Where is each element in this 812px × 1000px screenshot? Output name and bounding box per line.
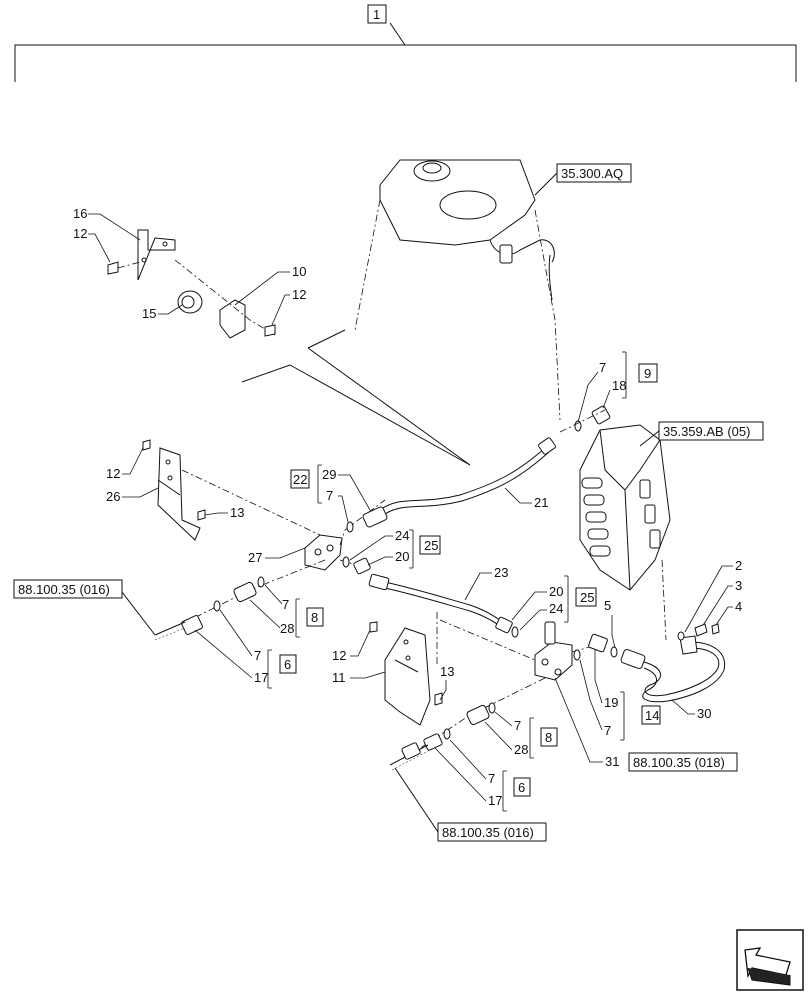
assembly-bracket: 1	[14, 4, 797, 82]
callouts-lower: 7 28 8 7 17 6 31	[434, 677, 619, 812]
callout-label: 7	[282, 597, 289, 612]
fittings-lower	[389, 702, 496, 771]
control-valve	[579, 424, 671, 641]
callout-label: 21	[534, 495, 548, 510]
callout-label: 16	[73, 206, 87, 221]
callouts-bracket-11: 12 11 13	[332, 629, 454, 701]
callouts-hose-23: 23	[464, 565, 508, 601]
callout-label: 12	[332, 648, 346, 663]
hose-30	[588, 633, 726, 703]
callout-label: 27	[248, 550, 262, 565]
callout-label: 23	[494, 565, 508, 580]
callouts-9: 7 18 9	[577, 351, 658, 423]
hose-23	[368, 573, 513, 634]
callout-label: 25	[580, 590, 594, 605]
callout-label: 28	[280, 621, 294, 636]
callout-label: 7	[604, 723, 611, 738]
hose-21	[346, 437, 556, 533]
ref-35300[interactable]: 35.300.AQ	[534, 163, 632, 196]
callout-label: 88.100.35 (018)	[633, 755, 725, 770]
callout-box-1[interactable]	[367, 4, 387, 24]
callout-label: 7	[488, 771, 495, 786]
callout-label: 13	[440, 664, 454, 679]
callout-label: 8	[311, 610, 318, 625]
callout-label: 12	[292, 287, 306, 302]
pointer-line-c	[241, 364, 291, 383]
callout-label: 7	[599, 360, 606, 375]
callouts-hose-21: 21 22 29 7	[290, 464, 548, 523]
callout-label: 3	[735, 578, 742, 593]
ref-88100-016-a[interactable]: 88.100.35 (016)	[13, 579, 156, 636]
callouts-2-3-4: 2 3 4 30	[671, 558, 742, 721]
bracket-26	[142, 439, 321, 541]
callout-label: 5	[604, 598, 611, 613]
callout-label: 19	[604, 695, 618, 710]
callout-label: 6	[518, 780, 525, 795]
callout-label: 20	[549, 584, 563, 599]
valve-block-31	[409, 619, 601, 756]
callout-label: 22	[293, 472, 307, 487]
callout-label: 25	[424, 538, 438, 553]
callout-label: 30	[697, 706, 711, 721]
callout-label: 88.100.35 (016)	[18, 582, 110, 597]
callout-label: 12	[73, 226, 87, 241]
fittings-top-right	[559, 405, 611, 433]
callout-label: 2	[735, 558, 742, 573]
bracket-11	[369, 612, 443, 726]
callouts-14: 5 19 7 14	[579, 598, 661, 741]
callout-1: 1	[373, 7, 380, 22]
clamp-bracket-group	[107, 229, 276, 339]
callouts-25b: 20 24 25	[511, 575, 597, 631]
callout-label: 26	[106, 489, 120, 504]
callout-label: 88.100.35 (016)	[442, 825, 534, 840]
callout-label: 24	[549, 601, 563, 616]
callout-label: 13	[230, 505, 244, 520]
pointer-line-a	[307, 329, 346, 349]
callout-label: 15	[142, 306, 156, 321]
callout-label: 9	[644, 366, 651, 381]
callout-label: 8	[545, 730, 552, 745]
pointer-line-d	[289, 364, 471, 466]
fittings-left	[154, 576, 265, 641]
ref-88100-018[interactable]: 88.100.35 (018)	[628, 752, 738, 772]
back-arrow-icon[interactable]	[736, 929, 804, 991]
callouts-25a: 24 20 25	[349, 528, 441, 569]
callout-label: 17	[488, 793, 502, 808]
callouts-manifold: 27	[248, 547, 306, 565]
callout-label: 10	[292, 264, 306, 279]
callout-label: 4	[735, 599, 742, 614]
callout-label: 35.359.AB (05)	[663, 424, 750, 439]
callout-label: 12	[106, 466, 120, 481]
ref-35359[interactable]: 35.359.AB (05)	[639, 421, 764, 447]
callouts-left-fittings: 7 28 8 7 17 6	[194, 584, 324, 689]
callout-label: 29	[322, 467, 336, 482]
callout-label: 7	[514, 718, 521, 733]
callout-label: 28	[514, 742, 528, 757]
hydraulic-tank	[354, 159, 561, 421]
pointer-line-b	[307, 347, 471, 466]
callout-label: 35.300.AQ	[561, 166, 623, 181]
callout-label: 11	[332, 670, 346, 685]
callouts-bracket-26: 12 26 13	[106, 447, 244, 520]
ref-88100-016-b[interactable]: 88.100.35 (016)	[394, 767, 547, 842]
fittings-24-20	[342, 556, 371, 575]
callout-label: 24	[395, 528, 409, 543]
callout-label: 20	[395, 549, 409, 564]
callouts-clamp: 16 12 10 12 15	[73, 206, 306, 326]
callout-label: 6	[284, 657, 291, 672]
callout-label: 31	[605, 754, 619, 769]
callout-label: 14	[645, 708, 659, 723]
callout-label: 17	[254, 670, 268, 685]
callout-label: 18	[612, 378, 626, 393]
callout-label: 7	[326, 488, 333, 503]
callout-label: 7	[254, 648, 261, 663]
